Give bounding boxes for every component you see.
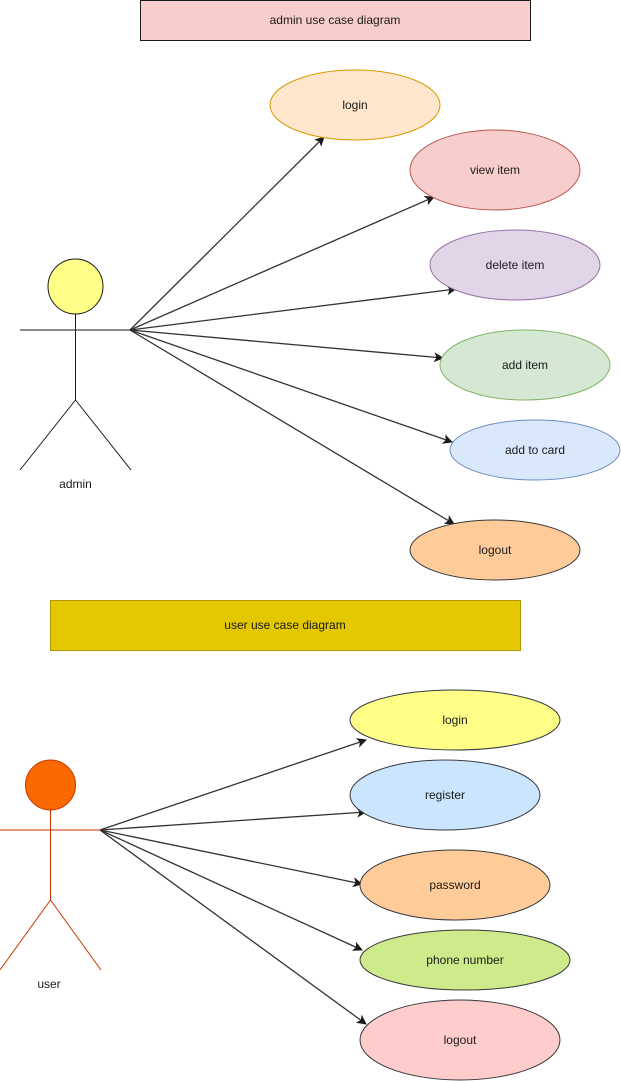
user-actor-left-leg: [0, 899, 51, 971]
use-case-ellipse[interactable]: [409, 519, 581, 581]
admin-actor-left-leg: [19, 399, 76, 471]
user-use-cases: login register password phone number log…: [349, 689, 571, 1081]
use-case-logout[interactable]: logout: [359, 999, 561, 1081]
use-case-ellipse[interactable]: [359, 929, 571, 991]
use-case-label: login: [342, 98, 367, 112]
admin-associations: [129, 136, 457, 525]
use-case-add-item[interactable]: add item: [439, 329, 611, 401]
admin-use-cases: login view item delete item add item add…: [269, 69, 621, 581]
use-case-login[interactable]: login: [349, 689, 561, 751]
use-case-ellipse[interactable]: [449, 419, 621, 481]
use-case-label: logout: [479, 543, 512, 557]
user-actor-right-leg: [50, 899, 102, 971]
use-case-label: login: [442, 713, 467, 727]
use-case-view-item[interactable]: view item: [409, 129, 581, 211]
user-to-phone-number-arrow: [99, 829, 363, 951]
use-case-label: phone number: [426, 953, 503, 967]
user-actor-head: [25, 759, 76, 811]
use-case-logout[interactable]: logout: [409, 519, 581, 581]
use-case-label: add item: [502, 358, 548, 372]
user-to-password-arrow: [99, 829, 363, 888]
use-case-ellipse[interactable]: [439, 329, 611, 401]
use-case-ellipse[interactable]: [359, 849, 551, 921]
use-case-ellipse[interactable]: [349, 759, 541, 831]
user-to-login-arrow: [99, 738, 367, 831]
admin-to-view-item-arrow: [129, 196, 435, 331]
use-case-label: view item: [470, 163, 520, 177]
user-title-box: user use case diagram: [50, 600, 521, 651]
use-case-login[interactable]: login: [269, 69, 441, 141]
user-title-rect: [50, 600, 521, 651]
use-case-password[interactable]: password: [359, 849, 551, 921]
user-actor: user: [0, 759, 102, 991]
user-to-register-arrow: [99, 807, 367, 831]
admin-actor-head: [47, 258, 104, 315]
use-case-ellipse[interactable]: [359, 999, 561, 1081]
user-associations: [99, 738, 367, 1025]
admin-actor: admin: [19, 258, 132, 491]
admin-to-login-arrow: [129, 136, 325, 331]
use-case-label: register: [425, 788, 465, 802]
user-title-text: user use case diagram: [224, 618, 345, 632]
admin-to-delete-item-arrow: [129, 285, 457, 331]
use-case-add-to-card[interactable]: add to card: [449, 419, 621, 481]
admin-title-rect: [140, 0, 531, 41]
use-case-label: add to card: [505, 443, 565, 457]
use-case-register[interactable]: register: [349, 759, 541, 831]
admin-title-box: admin use case diagram: [140, 0, 531, 41]
user-to-logout-arrow: [99, 829, 367, 1025]
admin-actor-right-leg: [75, 399, 132, 471]
use-case-label: password: [429, 878, 480, 892]
admin-to-add-to-card-arrow: [129, 329, 453, 444]
use-case-label: logout: [444, 1033, 477, 1047]
use-case-ellipse[interactable]: [269, 69, 441, 141]
use-case-label: delete item: [486, 258, 545, 272]
use-case-delete-item[interactable]: delete item: [429, 229, 601, 301]
use-case-ellipse[interactable]: [429, 229, 601, 301]
admin-title-text: admin use case diagram: [270, 13, 401, 27]
use-case-ellipse[interactable]: [409, 129, 581, 211]
user-actor-label: user: [37, 977, 60, 991]
use-case-ellipse[interactable]: [349, 689, 561, 751]
use-case-phone-number[interactable]: phone number: [359, 929, 571, 991]
admin-to-logout-arrow: [129, 329, 455, 525]
admin-actor-label: admin: [59, 477, 92, 491]
admin-to-add-item-arrow: [129, 329, 444, 363]
